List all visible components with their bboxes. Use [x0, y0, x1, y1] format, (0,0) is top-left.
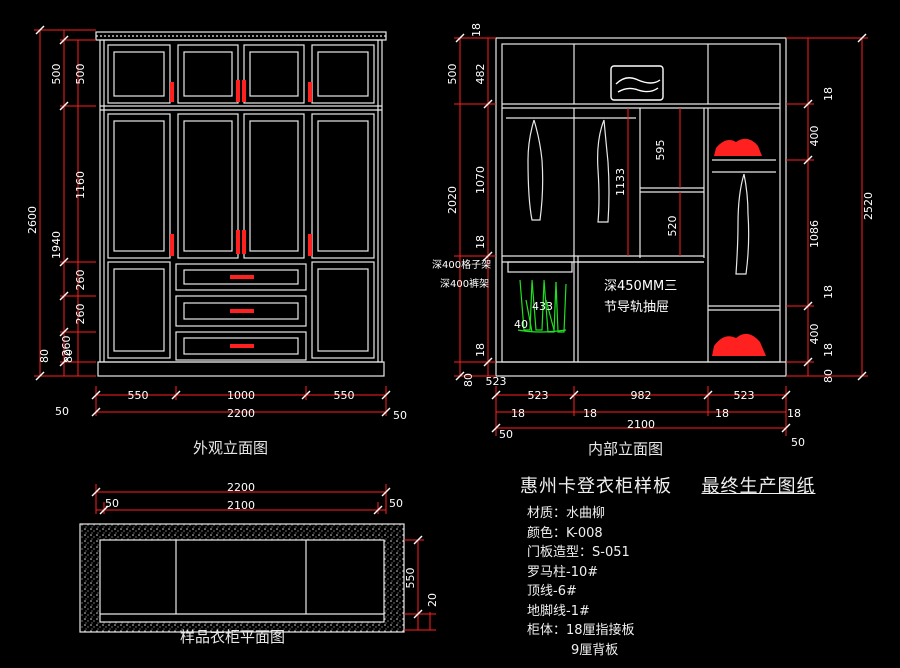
dim-80-right: 80: [822, 369, 835, 383]
dim-18-b4: 18: [787, 407, 801, 420]
dim-550-left: 550: [128, 389, 149, 402]
dim-482: 482: [474, 64, 487, 85]
dim-2520: 2520: [862, 192, 875, 220]
drawing-title-main: 惠州卡登衣柜样板: [520, 476, 672, 497]
dim-1000: 1000: [227, 389, 255, 402]
exterior-handles: [170, 80, 312, 348]
dim-433: 433: [532, 300, 553, 313]
drawing-title-sub: 最终生产图纸: [701, 476, 816, 497]
exterior-dimension-labels: 2600 1940 500 500 1160 260 260 260 80 80…: [26, 64, 407, 423]
spec-column: 罗马柱-10#: [527, 564, 599, 580]
dim-40: 40: [514, 318, 528, 331]
dim-50-interior-left: 50: [499, 428, 513, 441]
spec-material: 材质：水曲柳: [527, 506, 606, 521]
dim-plan-550: 550: [404, 568, 417, 589]
dim-500-left: 500: [50, 64, 63, 85]
spec-list: 材质：水曲柳 颜色：K-008 门板造型：S-051 罗马柱-10# 顶线-6#…: [527, 504, 635, 660]
interior-dimension-lines: [454, 37, 868, 436]
dim-1160: 1160: [74, 171, 87, 199]
dim-523-left-outer: 523: [486, 375, 507, 388]
drawer-note-line-1: 深450MM三: [604, 279, 677, 294]
dim-260-c: 260: [60, 336, 73, 357]
exterior-elevation: [95, 31, 387, 377]
dim-18-mid: 18: [474, 235, 487, 249]
spec-door-style: 门板造型：S-051: [527, 545, 630, 560]
caption-exterior: 外观立面图: [193, 439, 269, 457]
dim-plan-20: 20: [426, 593, 439, 607]
interior-elevation: [495, 37, 787, 377]
dim-18-right-c: 18: [822, 343, 835, 357]
dim-50-interior-right: 50: [791, 436, 805, 449]
dim-1940: 1940: [50, 231, 63, 259]
dim-2020: 2020: [446, 186, 459, 214]
note-grid-rack: 深400格子架: [432, 258, 491, 271]
exterior-dimension-ticks: [35, 25, 391, 417]
dim-982: 982: [631, 389, 652, 402]
dim-520: 520: [666, 216, 679, 237]
dim-18-low: 18: [474, 343, 487, 357]
dim-523-left: 523: [528, 389, 549, 402]
dim-260-b: 260: [74, 304, 87, 325]
plan-dimension-labels: 2200 2100 50 50 550 20: [105, 481, 439, 607]
caption-plan: 样品衣柜平面图: [180, 628, 286, 646]
dim-18-b2: 18: [583, 407, 597, 420]
drawing-title: 惠州卡登衣柜样板 最终生产图纸: [520, 472, 815, 498]
dim-18-b1: 18: [511, 407, 525, 420]
caption-interior: 内部立面图: [588, 440, 664, 458]
interior-dimension-ticks: [455, 33, 867, 433]
spec-color: 颜色：K-008: [527, 525, 603, 541]
dim-80: 80: [62, 349, 75, 363]
dim-400-right-a: 400: [808, 126, 821, 147]
spec-body: 柜体：18厘指接板: [527, 623, 635, 638]
interior-dimension-labels: 18 500 482 2020 1070 18 18 80 2520 18 40…: [432, 23, 875, 449]
dim-50-left: 50: [55, 405, 69, 418]
dim-523-right: 523: [734, 389, 755, 402]
trouser-rack-items: [517, 279, 567, 333]
dim-500: 500: [74, 64, 87, 85]
dim-500-interior: 500: [446, 64, 459, 85]
plan-dimension-ticks: [91, 487, 423, 619]
dim-1086: 1086: [808, 220, 821, 248]
spec-top-line: 顶线-6#: [527, 584, 577, 599]
dim-plan-50-right: 50: [389, 497, 403, 510]
dim-2200: 2200: [227, 407, 255, 420]
dim-50-right: 50: [393, 409, 407, 422]
folded-clothes: [712, 138, 766, 356]
drawer-note-line-2: 节导轨抽屉: [604, 300, 669, 315]
dim-2100-interior: 2100: [627, 418, 655, 431]
hat-box-icon: [610, 65, 664, 101]
dim-18-right-a: 18: [822, 87, 835, 101]
dim-plan-50-left: 50: [105, 497, 119, 510]
dim-1070: 1070: [474, 166, 487, 194]
dim-80-interior: 80: [462, 373, 475, 387]
note-trouser-rack: 深400裤架: [440, 277, 489, 290]
dim-550-right: 550: [334, 389, 355, 402]
spec-skirting: 地脚线-1#: [527, 603, 590, 619]
dim-18-top: 18: [470, 23, 483, 37]
spec-backboard: 9厘背板: [571, 642, 619, 658]
dim-plan-2100: 2100: [227, 499, 255, 512]
dim-595: 595: [654, 140, 667, 161]
dim-260-a: 260: [74, 270, 87, 291]
dim-400-right-b: 400: [808, 324, 821, 345]
dim-1133: 1133: [614, 168, 627, 196]
dim-plan-2200: 2200: [227, 481, 255, 494]
exterior-dimension-lines: [34, 29, 387, 416]
plan-view: [79, 523, 405, 633]
dim-18-b3: 18: [715, 407, 729, 420]
dim-18-right-b: 18: [822, 285, 835, 299]
plan-dimension-lines: [95, 484, 436, 631]
dim-2600: 2600: [26, 206, 39, 234]
dim-80-left: 80: [38, 349, 51, 363]
